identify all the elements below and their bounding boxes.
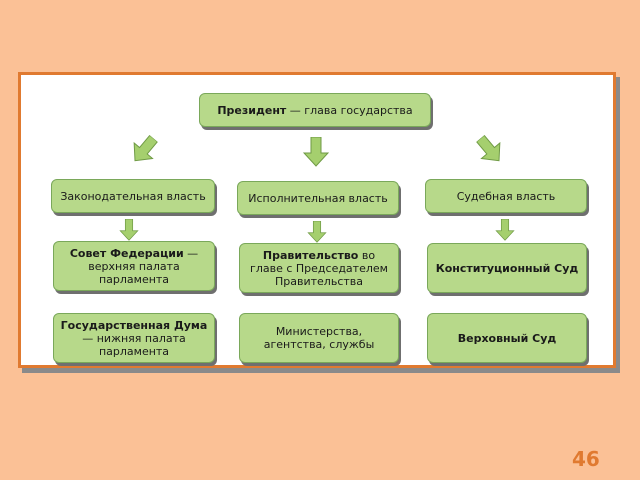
- president-box: Президент — глава государства: [199, 93, 431, 127]
- constitutional-court-box: Конституционный Суд: [427, 243, 587, 293]
- arrow-down-icon: [495, 219, 515, 241]
- arrow-down-icon: [303, 137, 329, 167]
- arrow-down-left-icon: [133, 134, 159, 162]
- diagram-frame: Президент — глава государства Законодате…: [18, 72, 616, 368]
- ministries-box: Министерства, агентства, службы: [239, 313, 399, 363]
- arrow-down-icon: [307, 221, 327, 243]
- government-box: Правительство во главе с Председателем П…: [239, 243, 399, 293]
- president-title: Президент: [217, 103, 287, 117]
- federation-council-box: Совет Федерации — верхняя палата парламе…: [53, 241, 215, 291]
- branch-legislative: Законодательная власть: [51, 179, 215, 213]
- branch-executive: Исполнительная власть: [237, 181, 399, 215]
- president-desc: — глава государства: [286, 103, 413, 117]
- supreme-court-box: Верховный Суд: [427, 313, 587, 363]
- branch-judicial: Судебная власть: [425, 179, 587, 213]
- arrow-down-right-icon: [475, 134, 501, 162]
- arrow-down-icon: [119, 219, 139, 241]
- page-number: 46: [572, 447, 600, 471]
- state-duma-box: Государственная Дума — нижняя палата пар…: [53, 313, 215, 363]
